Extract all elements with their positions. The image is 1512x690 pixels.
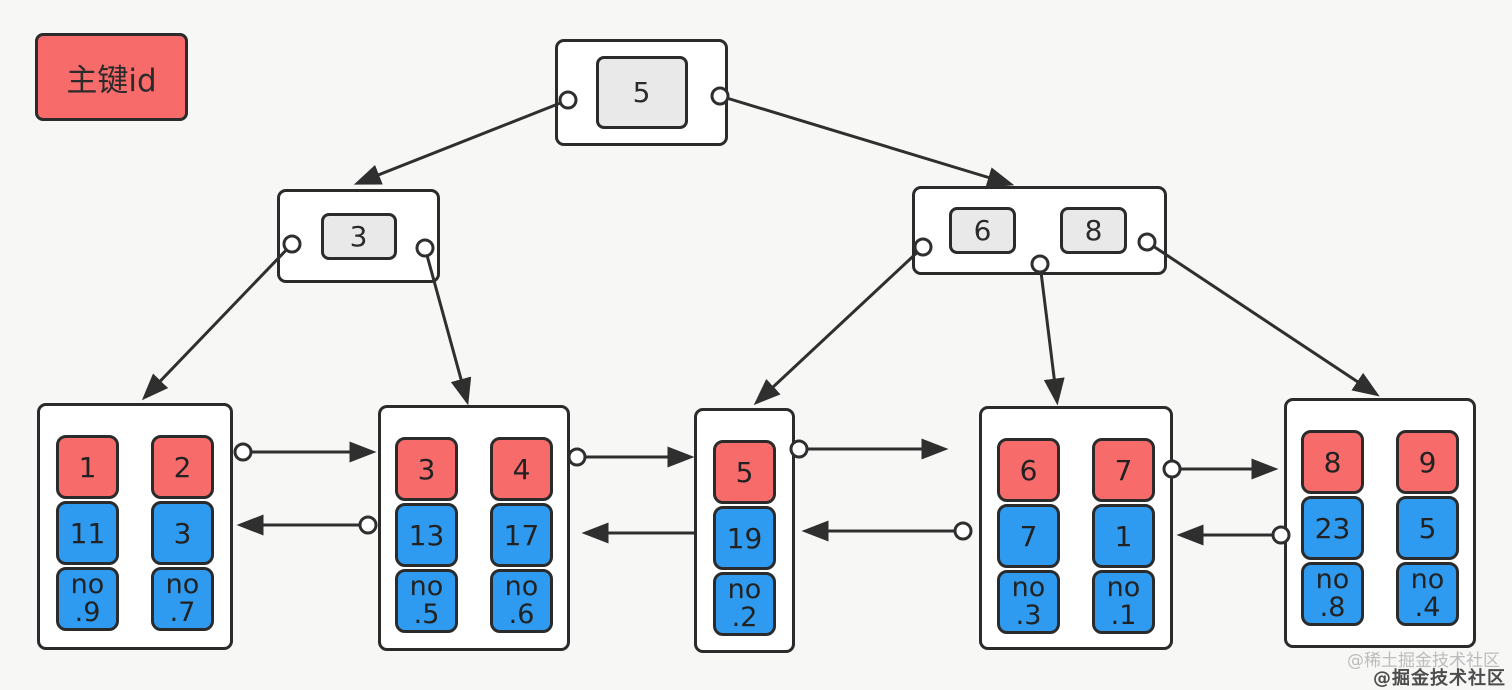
port-circle-leaf-2-prev bbox=[358, 515, 378, 535]
leaf-cell-record: no .9 bbox=[56, 567, 119, 631]
edge-internal-right-to-leaf-3 bbox=[753, 245, 925, 406]
watermark-community: @稀土掘金技术社区 bbox=[1347, 651, 1500, 671]
leaf-cell-value: 19 bbox=[713, 506, 776, 570]
edge-internal-right-to-leaf-4 bbox=[1038, 263, 1065, 406]
leaf-cell-record: no .4 bbox=[1396, 562, 1459, 626]
internal-node-left: 3 bbox=[277, 189, 440, 283]
leaf-node-2: 3 13 no .5 4 17 no .6 bbox=[378, 405, 570, 651]
internal-right-key-2: 8 bbox=[1060, 207, 1127, 254]
leaf-column: 6 7 no .3 bbox=[997, 438, 1060, 647]
primary-key-label: 主键id bbox=[35, 33, 188, 121]
leaf-cell-record: no .6 bbox=[490, 569, 553, 633]
leaf-cell-value: 3 bbox=[151, 501, 214, 565]
internal-left-key: 3 bbox=[320, 212, 397, 260]
leaf-column: 8 23 no .8 bbox=[1301, 430, 1364, 645]
leaf-cell-id: 4 bbox=[490, 437, 553, 501]
root-key: 5 bbox=[595, 56, 688, 129]
leaf-cell-value: 1 bbox=[1092, 504, 1155, 568]
leaf-cell-id: 6 bbox=[997, 438, 1060, 502]
root-node: 5 bbox=[555, 39, 728, 146]
leaf-cell-value: 11 bbox=[56, 501, 119, 565]
internal-node-right: 6 8 bbox=[912, 186, 1167, 275]
leaf-cell-id: 8 bbox=[1301, 430, 1364, 494]
leaf-cell-value: 17 bbox=[490, 503, 553, 567]
edge-root-to-internal-left bbox=[353, 98, 569, 185]
leaf-cell-id: 2 bbox=[151, 435, 214, 499]
leaf-cell-record: no .8 bbox=[1301, 562, 1364, 626]
edge-internal-right-to-leaf-5 bbox=[1146, 240, 1380, 397]
internal-right-key-1: 6 bbox=[949, 207, 1016, 254]
leaf-node-3: 5 19 no .2 bbox=[694, 408, 795, 653]
leaf-node-1: 1 11 no .9 2 3 no .7 bbox=[37, 403, 233, 650]
leaf-cell-value: 7 bbox=[997, 504, 1060, 568]
leaf-cell-value: 13 bbox=[395, 503, 458, 567]
leaf-cell-id: 5 bbox=[713, 440, 776, 504]
leaf-node-4: 6 7 no .3 7 1 no .1 bbox=[979, 406, 1173, 650]
leaf-node-5: 8 23 no .8 9 5 no .4 bbox=[1284, 398, 1476, 648]
edge-internal-left-to-leaf-1 bbox=[141, 242, 294, 401]
leaf-column: 2 3 no .7 bbox=[151, 435, 214, 647]
port-circle-leaf-2-next bbox=[567, 447, 587, 467]
leaf-cell-value: 5 bbox=[1396, 496, 1459, 560]
leaf-column: 3 13 no .5 bbox=[395, 437, 458, 648]
watermark-community-overlay: @掘金技术社区 bbox=[1373, 668, 1506, 689]
leaf-cell-id: 1 bbox=[56, 435, 119, 499]
leaf-column: 9 5 no .4 bbox=[1396, 430, 1459, 645]
leaf-cell-record: no .1 bbox=[1092, 570, 1155, 634]
leaf-cell-record: no .3 bbox=[997, 570, 1060, 634]
leaf-cell-record: no .5 bbox=[395, 569, 458, 633]
leaf-cell-value: 23 bbox=[1301, 496, 1364, 560]
leaf-cell-id: 3 bbox=[395, 437, 458, 501]
leaf-column: 5 19 no .2 bbox=[713, 440, 776, 650]
edge-root-to-internal-right bbox=[719, 94, 1015, 188]
port-circle-leaf-4-prev bbox=[953, 521, 973, 541]
leaf-cell-record: no .7 bbox=[151, 567, 214, 631]
port-circle-leaf-1-next bbox=[233, 442, 253, 462]
leaf-cell-id: 9 bbox=[1396, 430, 1459, 494]
leaf-cell-record: no .2 bbox=[713, 572, 776, 636]
leaf-column: 7 1 no .1 bbox=[1092, 438, 1155, 647]
leaf-column: 4 17 no .6 bbox=[490, 437, 553, 648]
leaf-cell-id: 7 bbox=[1092, 438, 1155, 502]
leaf-column: 1 11 no .9 bbox=[56, 435, 119, 647]
